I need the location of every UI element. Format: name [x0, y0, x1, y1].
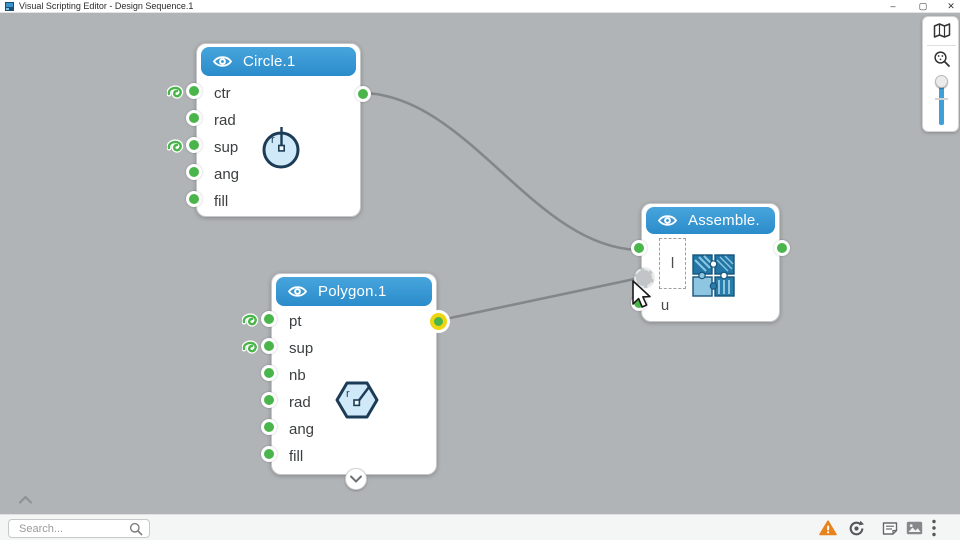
mouse-cursor	[632, 280, 651, 308]
input-port-l[interactable]	[631, 240, 647, 256]
image-icon[interactable]	[905, 519, 923, 537]
node-canvas[interactable]: Circle.1 ctr rad	[0, 13, 960, 540]
input-slot-dropzone[interactable]	[659, 238, 686, 289]
port-row: pt	[241, 311, 436, 333]
port-row: fill	[261, 446, 436, 468]
port-row: sup	[166, 137, 360, 159]
sync-icon[interactable]	[847, 519, 865, 537]
input-port-sup[interactable]	[261, 338, 277, 354]
input-port-rad[interactable]	[261, 392, 277, 408]
input-port-ctr[interactable]	[186, 83, 202, 99]
node-title: Assemble.	[688, 212, 760, 229]
port-label: ang	[214, 166, 240, 183]
port-row: sup	[241, 338, 436, 360]
port-label: pt	[289, 313, 302, 330]
wire-circle-to-assemble	[360, 91, 642, 252]
node-title: Polygon.1	[318, 283, 387, 300]
node-circle-header[interactable]: Circle.1	[201, 47, 356, 76]
zoom-slider-track[interactable]	[939, 81, 944, 125]
free-wire-curl-icon	[166, 139, 185, 162]
script-icon[interactable]	[881, 519, 899, 537]
minimize-button[interactable]: –	[890, 1, 896, 11]
port-label: fill	[214, 193, 229, 210]
port-label: sup	[289, 340, 314, 357]
status-bar	[0, 514, 960, 540]
hexagon-radius-icon: r	[335, 381, 379, 419]
port-row: rad	[261, 392, 436, 414]
input-port-ang[interactable]	[261, 419, 277, 435]
puzzle-icon	[692, 254, 735, 297]
node-polygon-header[interactable]: Polygon.1	[276, 277, 432, 306]
port-row: ang	[261, 419, 436, 441]
window-titlebar: Visual Scripting Editor - Design Sequenc…	[0, 0, 960, 13]
slot-label: u	[660, 297, 670, 314]
port-row: ang	[186, 164, 360, 186]
wire-layer	[360, 91, 645, 323]
search-input[interactable]	[19, 520, 131, 537]
node-assemble[interactable]: Assemble. l u	[631, 203, 790, 322]
svg-text:r: r	[271, 134, 275, 146]
zoom-slider-thumb[interactable]	[935, 75, 948, 88]
port-row: ctr	[166, 83, 360, 105]
close-button[interactable]: ✕	[947, 1, 955, 11]
output-port-polygon-highlighted[interactable]	[430, 313, 447, 330]
divider	[927, 45, 956, 46]
wire-polygon-drag	[435, 275, 645, 323]
port-row: fill	[186, 191, 360, 213]
port-label: rad	[214, 112, 236, 129]
maximize-button[interactable]: ▢	[918, 1, 928, 11]
menu-kebab-icon[interactable]	[925, 519, 943, 537]
port-label: nb	[289, 367, 306, 384]
input-port-pt[interactable]	[261, 311, 277, 327]
map-icon[interactable]	[923, 23, 960, 38]
input-port-nb[interactable]	[261, 365, 277, 381]
input-port-ang[interactable]	[186, 164, 202, 180]
warning-icon[interactable]	[819, 519, 837, 537]
node-title: Circle.1	[243, 53, 296, 70]
output-port-assemble[interactable]	[774, 240, 790, 256]
free-wire-curl-icon	[241, 313, 260, 336]
chevron-down-icon	[350, 475, 362, 483]
visibility-eye-icon[interactable]	[212, 54, 233, 69]
pending-drop-port[interactable]	[634, 268, 654, 288]
free-wire-curl-icon	[241, 340, 260, 363]
port-label: sup	[214, 139, 239, 156]
port-label: ctr	[214, 85, 231, 102]
port-row: nb	[261, 365, 436, 387]
node-circle[interactable]: Circle.1 ctr rad	[166, 43, 371, 217]
node-expand-button[interactable]	[345, 468, 367, 490]
port-label: ang	[289, 421, 315, 438]
circle-radius-icon: r	[262, 127, 300, 169]
node-assemble-header[interactable]: Assemble.	[646, 207, 775, 234]
visibility-eye-icon[interactable]	[287, 284, 308, 299]
port-row: rad	[186, 110, 360, 132]
visibility-eye-icon[interactable]	[657, 213, 678, 228]
svg-text:r: r	[346, 388, 350, 400]
port-label: rad	[289, 394, 311, 411]
zoom-area-icon[interactable]	[923, 50, 960, 68]
collapse-caret-icon[interactable]	[18, 495, 33, 504]
search-box[interactable]	[8, 519, 150, 538]
free-wire-curl-icon	[166, 85, 185, 108]
app-icon	[5, 2, 14, 11]
output-port-circle[interactable]	[355, 86, 371, 102]
input-port-sup[interactable]	[186, 137, 202, 153]
slot-label: l	[670, 255, 675, 272]
input-port-rad[interactable]	[186, 110, 202, 126]
port-label: fill	[289, 448, 304, 465]
input-port-fill[interactable]	[186, 191, 202, 207]
window-title: Visual Scripting Editor - Design Sequenc…	[19, 1, 194, 11]
zoom-slider-tick	[935, 98, 948, 100]
node-polygon[interactable]: Polygon.1 pt	[241, 273, 447, 490]
navigator-panel	[922, 16, 959, 132]
input-port-fill[interactable]	[261, 446, 277, 462]
search-icon[interactable]	[129, 522, 143, 540]
